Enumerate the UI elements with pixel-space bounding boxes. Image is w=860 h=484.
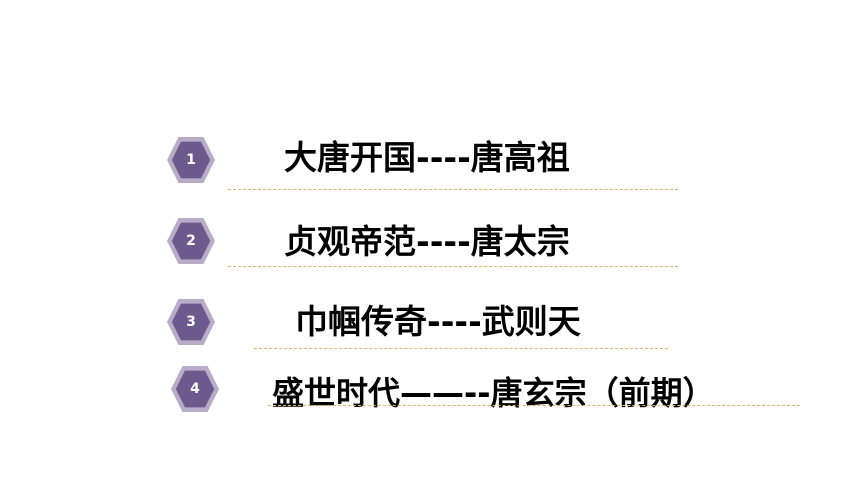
number-badge-2: 2 [167, 218, 215, 264]
number-badge-3: 3 [167, 299, 215, 345]
number-badge-4: 4 [171, 366, 219, 412]
agenda-item-title-4: 盛世时代——--唐玄宗（前期） [272, 374, 715, 412]
divider-rule-2 [228, 266, 678, 267]
divider-rule-3 [254, 348, 668, 349]
number-badge-label: 2 [171, 222, 211, 260]
number-badge-label: 1 [171, 141, 211, 179]
number-badge-label: 4 [175, 370, 215, 408]
divider-rule-4 [268, 405, 800, 406]
divider-rule-1 [228, 189, 678, 190]
number-badge-1: 1 [167, 137, 215, 183]
agenda-item-title-2: 贞观帝范----唐太宗 [284, 222, 570, 261]
number-badge-label: 3 [171, 303, 211, 341]
agenda-item-title-3: 巾帼传奇----武则天 [295, 302, 581, 341]
agenda-item-title-1: 大唐开国----唐高祖 [284, 138, 570, 177]
